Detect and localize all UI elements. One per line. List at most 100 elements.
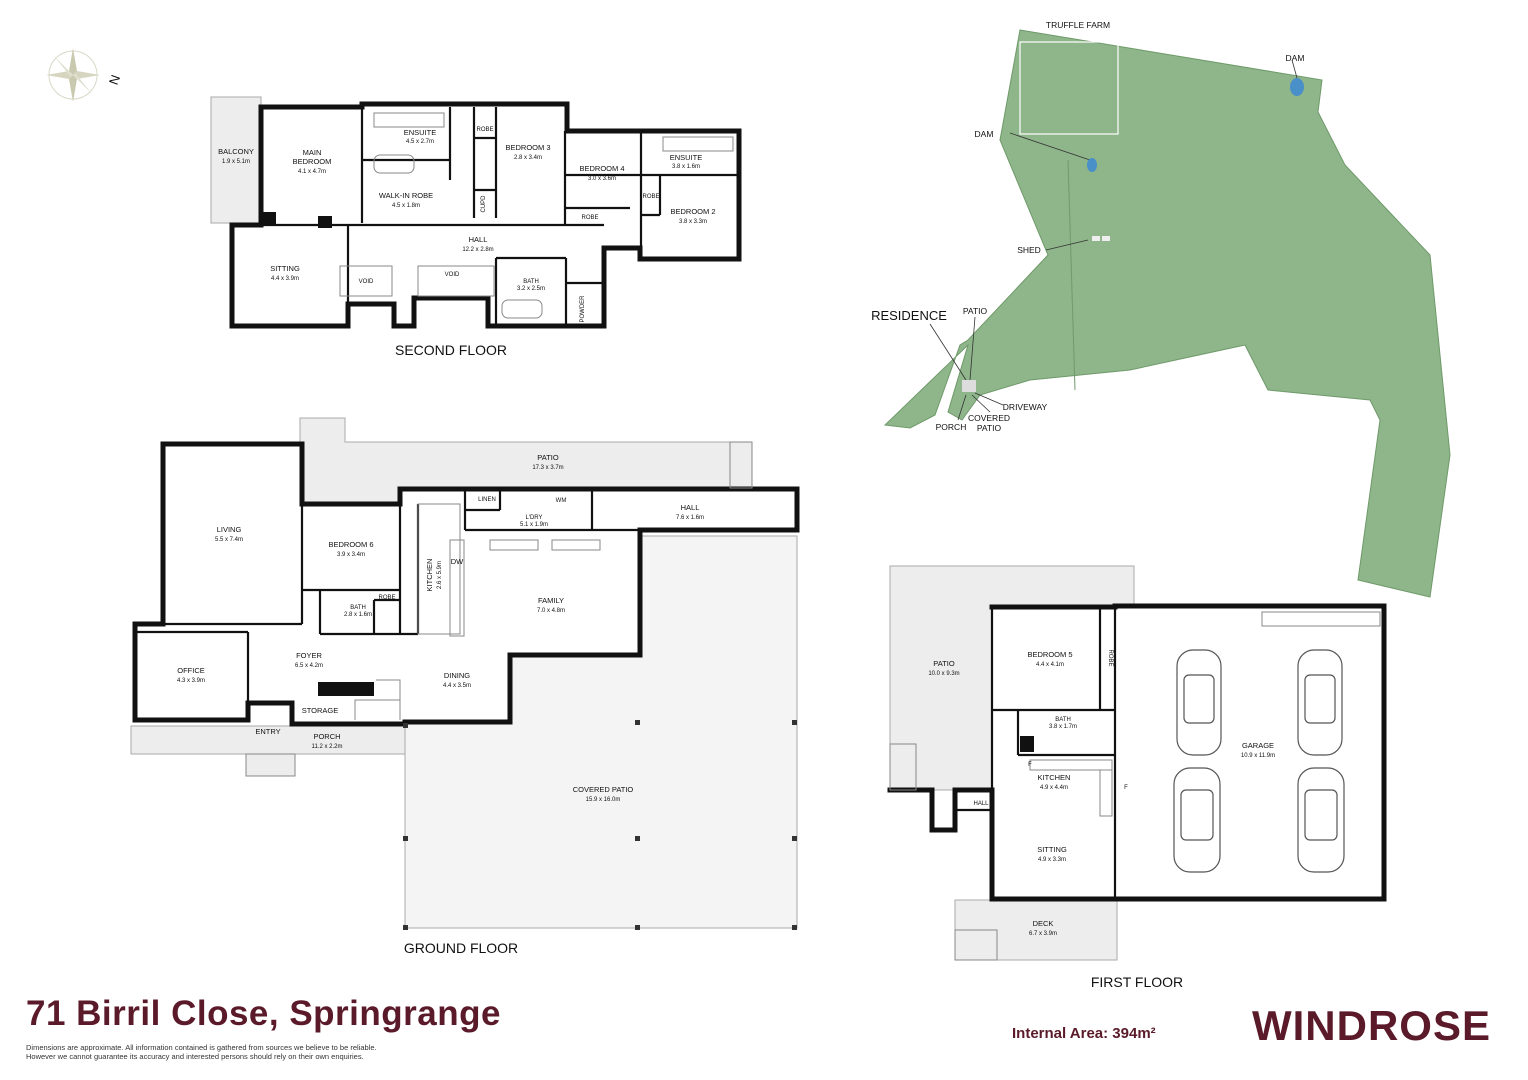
ground-kitchen-dims: 2.6 x 5.9m: [437, 561, 443, 589]
ground-bath-dims: 2.8 x 1.6m: [344, 612, 372, 618]
second-bath-dims: 3.2 x 2.5m: [517, 286, 545, 292]
first-bedroom5-dims: 4.4 x 4.1m: [1036, 662, 1064, 668]
ground-ldry-dims: 5.1 x 1.9m: [520, 522, 548, 528]
second-balcony-dims: 1.9 x 5.1m: [222, 159, 250, 165]
second-robe1-label: ROBE: [476, 127, 493, 133]
second-balcony-label: BALCONY: [218, 147, 254, 156]
first-bath-dims: 3.8 x 1.7m: [1049, 724, 1077, 730]
first-f1-label: F: [1028, 762, 1032, 768]
second-floor-title: SECOND FLOOR: [395, 342, 507, 358]
ground-dw-label: DW: [451, 557, 464, 566]
second-void1-label: VOID: [359, 279, 374, 285]
ground-hall-dims: 7.6 x 1.6m: [676, 515, 704, 521]
ground-porch-label: PORCH: [313, 732, 340, 741]
first-sitting-dims: 4.9 x 3.3m: [1038, 857, 1066, 863]
ground-robe-label: ROBE: [378, 595, 395, 601]
second-ensuite2-label: ENSUITE: [670, 153, 703, 162]
disclaimer-line1: Dimensions are approximate. All informat…: [26, 1043, 377, 1052]
site-covered-patio-label2: PATIO: [977, 423, 1002, 433]
second-walkin-robe-label: WALK-IN ROBE: [379, 191, 433, 200]
ground-kitchen-label: KITCHEN: [425, 559, 434, 592]
first-floor-title: FIRST FLOOR: [1091, 974, 1183, 990]
second-ensuite2-dims: 3.8 x 1.6m: [672, 164, 700, 170]
first-garage-dims: 10.9 x 11.9m: [1241, 753, 1275, 759]
site-covered-patio-label1: COVERED: [968, 413, 1010, 423]
ground-floor-title: GROUND FLOOR: [404, 940, 518, 956]
disclaimer-line2: However we cannot guarantee its accuracy…: [26, 1052, 364, 1061]
ground-living-label: LIVING: [217, 525, 242, 534]
first-kitchen-dims: 4.9 x 4.4m: [1040, 785, 1068, 791]
second-sitting-label: SITTING: [270, 264, 300, 273]
ground-floor-plan: [130, 417, 800, 930]
ground-covered-patio-dims: 15.9 x 16.0m: [586, 797, 621, 803]
second-main-bedroom-label: MAIN: [303, 148, 322, 157]
ground-porch-dims: 11.2 x 2.2m: [312, 744, 343, 750]
second-walkin-robe-dims: 4.5 x 1.8m: [392, 203, 420, 209]
second-bedroom2-dims: 3.8 x 3.3m: [679, 219, 707, 225]
first-patio-dims: 10.0 x 9.3m: [928, 671, 959, 677]
site-patio-label: PATIO: [963, 306, 988, 316]
disclaimer: Dimensions are approximate. All informat…: [26, 1043, 446, 1061]
ground-dining-dims: 4.4 x 3.5m: [443, 683, 471, 689]
first-hall-label: HALL: [973, 801, 989, 807]
second-main-bedroom-label2: BEDROOM: [293, 157, 332, 166]
ground-patio-dims: 17.3 x 3.7m: [532, 465, 563, 471]
first-bath-label: BATH: [1055, 717, 1071, 723]
second-robe2-label: ROBE: [581, 215, 598, 221]
ground-bedroom6-label: BEDROOM 6: [328, 540, 373, 549]
ground-family-label: FAMILY: [538, 596, 564, 605]
second-cupd-label: CUPD: [481, 195, 487, 213]
site-dam1-shape: [1290, 78, 1304, 96]
first-patio-label: PATIO: [933, 659, 955, 668]
site-truffle-farm-label: TRUFFLE FARM: [1046, 20, 1110, 30]
ground-bath-label: BATH: [350, 605, 366, 611]
ground-hall-label: HALL: [681, 503, 700, 512]
site-residence-label: RESIDENCE: [871, 308, 947, 323]
second-void2-label: VOID: [445, 272, 460, 278]
property-address: 71 Birril Close, Springrange: [26, 994, 501, 1033]
first-kitchen-label: KITCHEN: [1038, 773, 1071, 782]
site-porch-label: PORCH: [936, 422, 967, 432]
first-deck-dims: 6.7 x 3.9m: [1029, 931, 1057, 937]
site-dam1-label: DAM: [1286, 53, 1305, 63]
site-dam2-shape: [1087, 158, 1097, 172]
ground-covered-patio-label: COVERED PATIO: [573, 785, 634, 794]
second-bath-label: BATH: [523, 279, 539, 285]
ground-foyer-dims: 6.5 x 4.2m: [295, 663, 323, 669]
ground-ldry-label: L'DRY: [525, 515, 542, 521]
ground-entry-label: ENTRY: [255, 727, 280, 736]
second-main-bedroom-dims: 4.1 x 4.7m: [298, 169, 326, 175]
ground-family-dims: 7.0 x 4.8m: [537, 608, 565, 614]
second-hall-dims: 12.2 x 2.8m: [462, 247, 493, 253]
compass-icon: [46, 48, 100, 102]
second-powder-label: POWDER: [580, 295, 586, 323]
ground-dining-label: DINING: [444, 671, 470, 680]
ground-living-dims: 5.5 x 7.4m: [215, 537, 243, 543]
second-robe3-label: ROBE: [642, 194, 659, 200]
site-driveway-label: DRIVEWAY: [1003, 402, 1048, 412]
car-icon: [1173, 649, 1345, 873]
ground-linen-label: LINEN: [478, 497, 496, 503]
second-bedroom3-dims: 2.8 x 3.4m: [514, 155, 542, 161]
ground-office-label: OFFICE: [177, 666, 205, 675]
first-bedroom5-label: BEDROOM 5: [1027, 650, 1072, 659]
first-deck-label: DECK: [1033, 919, 1054, 928]
first-floor-plan: [887, 565, 1387, 961]
second-ensuite1-label: ENSUITE: [404, 128, 437, 137]
first-garage-label: GARAGE: [1242, 741, 1274, 750]
second-sitting-dims: 4.4 x 3.9m: [271, 276, 299, 282]
ground-office-dims: 4.3 x 3.9m: [177, 678, 205, 684]
ground-storage-label: STORAGE: [302, 706, 339, 715]
second-bedroom3-label: BEDROOM 3: [505, 143, 550, 152]
second-bedroom4-label: BEDROOM 4: [579, 164, 624, 173]
second-ensuite1-dims: 4.5 x 2.7m: [406, 139, 434, 145]
compass-north-label: N: [106, 73, 123, 87]
brand-logo: WINDROSE: [1252, 1002, 1491, 1049]
first-robe-label: ROBE: [1107, 649, 1113, 666]
second-floor-plan: [210, 96, 742, 329]
first-f2-label: F: [1124, 785, 1128, 791]
site-shed-label: SHED: [1017, 245, 1041, 255]
ground-patio-label: PATIO: [537, 453, 559, 462]
ground-wm-label: WM: [556, 498, 567, 504]
